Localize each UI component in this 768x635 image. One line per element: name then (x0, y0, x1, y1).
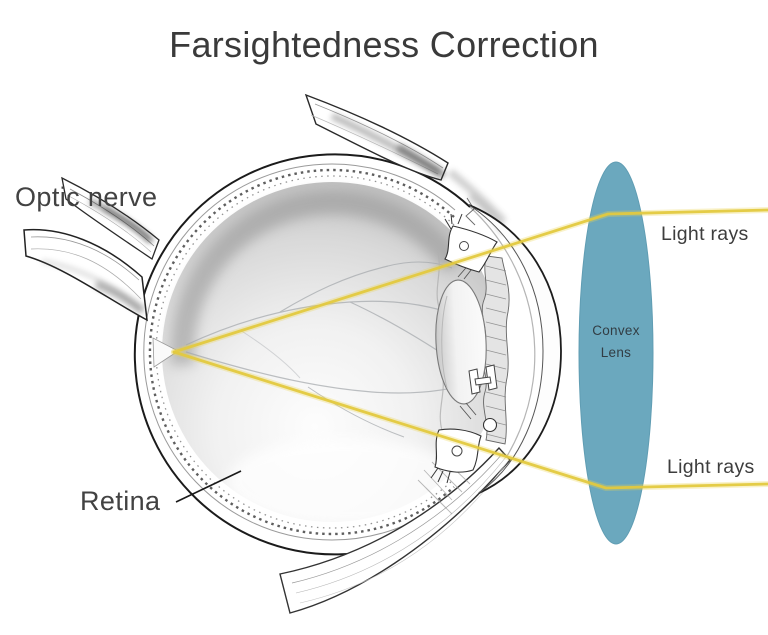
light-rays (171, 207, 768, 491)
inferior-muscle (279, 446, 511, 614)
light-ray-top (172, 208, 768, 354)
convex-lens-shape (578, 161, 654, 545)
vitreous-highlight (227, 438, 463, 526)
anterior-segment (417, 194, 562, 515)
retina-layer (148, 168, 455, 536)
crystalline-lens-edge (441, 295, 448, 389)
vitreous-top-shadow (170, 190, 465, 366)
superior-muscle (304, 93, 508, 225)
light-rays-bottom-label: Light rays (667, 456, 755, 478)
optic-nerve-bundle (23, 228, 148, 322)
optic-disc (152, 337, 179, 368)
diagram-title: Farsightedness Correction (169, 24, 599, 65)
convex-lens-label-line1: Convex (592, 323, 640, 338)
zonule-bracket (468, 364, 498, 395)
limbus-squiggle (465, 197, 476, 226)
convex-lens-label: Convex Lens (571, 320, 661, 363)
cornea (469, 205, 561, 493)
medial-rectus-muscle (61, 176, 160, 261)
optic-nerve-label: Optic nerve (15, 182, 158, 212)
vitreous-body (162, 182, 502, 522)
retina-label: Retina (80, 486, 161, 516)
light-rays-top-label: Light rays (661, 223, 749, 245)
cornea-outer-surface (468, 204, 562, 494)
eyeball (132, 152, 536, 556)
extraocular-muscles (23, 93, 511, 614)
light-ray-bottom (172, 350, 768, 490)
ciliary-body-bottom (430, 417, 498, 484)
retina-pointer-line (175, 470, 242, 503)
sclera-inner-line (143, 163, 456, 541)
iris-hatching (485, 265, 507, 440)
convex-lens-label-line2: Lens (600, 344, 632, 360)
